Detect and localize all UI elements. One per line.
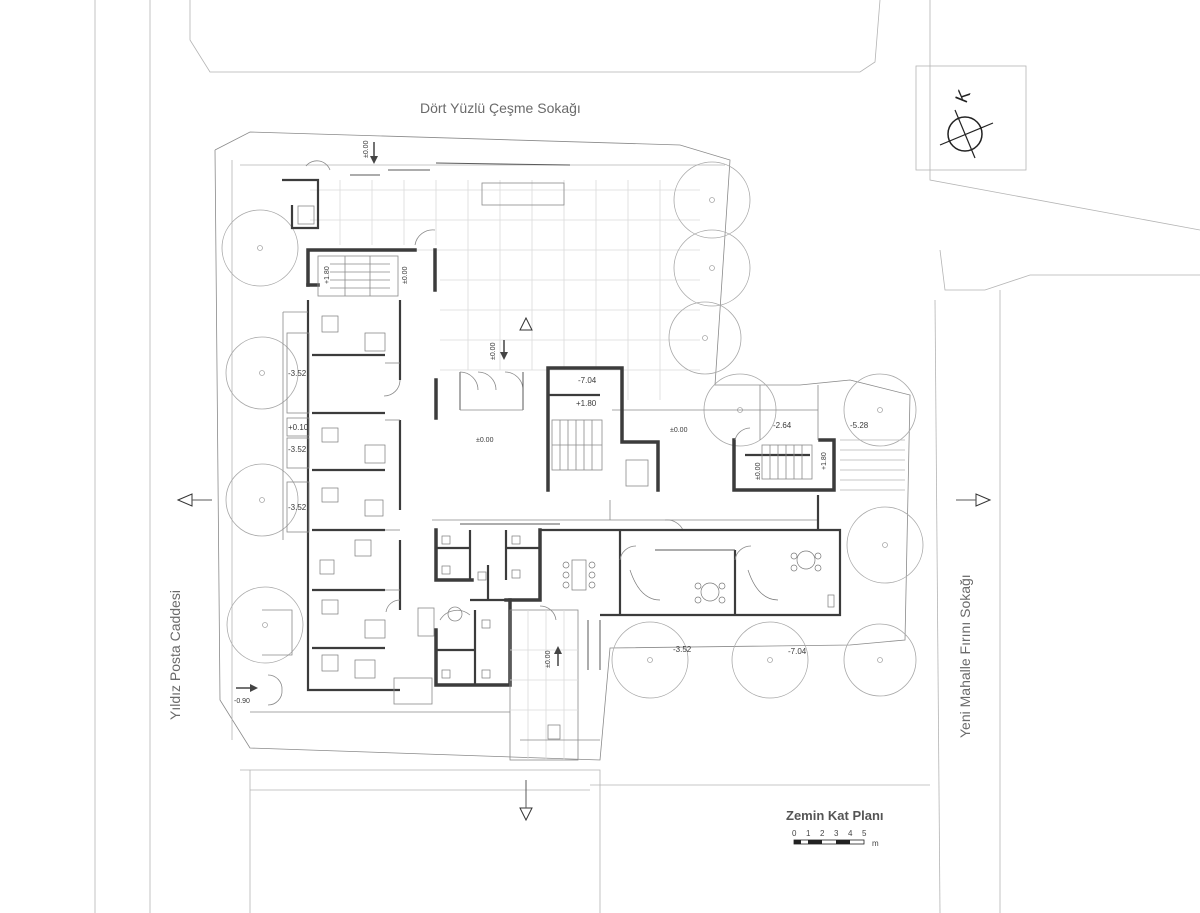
scale-unit: m <box>872 839 879 848</box>
level-west-stair-top: +1.80 <box>324 266 331 284</box>
level-court-entry: ±0.00 <box>490 342 497 360</box>
level-east-yard-2: -5.28 <box>850 421 869 430</box>
scale-tick-0: 0 <box>792 829 797 838</box>
scale-tick-3: 3 <box>834 829 839 838</box>
section-markers <box>176 316 992 822</box>
street-label-north: Dört Yüzlü Çeşme Sokağı <box>420 100 581 116</box>
central-stair <box>546 366 660 492</box>
south-east-rooms <box>540 495 842 617</box>
scale-bar: 0 1 2 3 4 5 m <box>792 829 879 848</box>
level-south-entry: ±0.00 <box>545 650 552 668</box>
level-east-stair-top: +1.80 <box>821 452 828 470</box>
kiosk <box>282 160 331 230</box>
level-entry-north: ±0.00 <box>363 140 370 158</box>
level-west-small-2: -3.52 <box>288 445 307 454</box>
level-central-stair-top: -7.04 <box>578 376 597 385</box>
level-south-yard-2: -7.04 <box>788 647 807 656</box>
street-label-east: Yeni Mahalle Fırını Sokağı <box>957 574 973 738</box>
level-west-room-1: -3.52 <box>288 369 307 378</box>
wc-block <box>417 528 557 687</box>
scale-tick-4: 4 <box>848 829 853 838</box>
level-west-small-1: +0.10 <box>288 423 309 432</box>
level-west-entry: -0.90 <box>234 698 250 705</box>
site-context <box>94 0 1200 913</box>
level-corridor-east: ±0.00 <box>670 427 688 434</box>
entry-arrows <box>236 142 562 692</box>
level-east-yard-1: -2.64 <box>773 421 792 430</box>
level-hall: ±0.00 <box>476 437 494 444</box>
level-west-room-2: -3.52 <box>288 503 307 512</box>
scale-tick-5: 5 <box>862 829 867 838</box>
north-arrow-icon <box>939 109 994 159</box>
central-hall <box>414 229 818 531</box>
scale-tick-2: 2 <box>820 829 825 838</box>
south-entrance <box>250 609 601 761</box>
drawing-title: Zemin Kat Planı <box>786 808 884 823</box>
court-paving-grid <box>310 162 700 400</box>
east-stair <box>732 385 905 492</box>
north-letter: K <box>951 87 974 106</box>
scale-tick-1: 1 <box>806 829 811 838</box>
trees <box>221 161 924 699</box>
level-central-stair-mid: +1.80 <box>576 399 597 408</box>
level-east-stair-zero: ±0.00 <box>755 462 762 480</box>
west-wing <box>282 248 433 705</box>
level-south-yard-1: -3.52 <box>673 645 692 654</box>
level-west-stair-zero: ±0.00 <box>402 266 409 284</box>
north-arrow: K <box>915 65 1027 171</box>
street-label-west: Yıldız Posta Caddesi <box>167 590 183 720</box>
